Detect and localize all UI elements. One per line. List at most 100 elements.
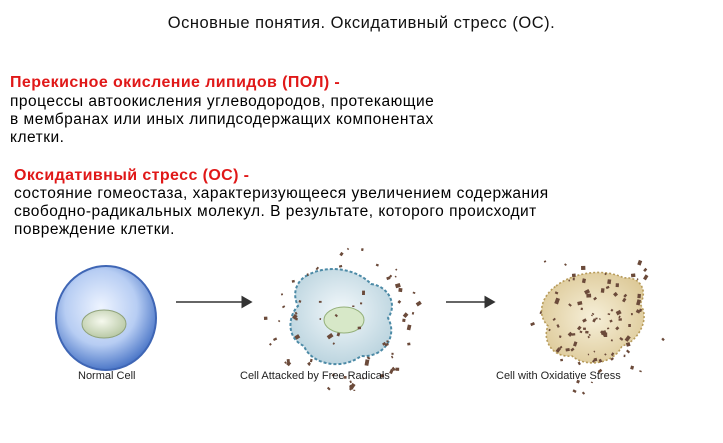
free-radical-particle: [571, 333, 576, 336]
free-radical-particle: [625, 342, 631, 347]
free-radical-particle: [637, 293, 641, 299]
free-radical-particle: [298, 300, 302, 303]
free-radical-particle: [568, 279, 571, 282]
free-radical-particle: [384, 342, 389, 347]
free-radical-particle: [319, 318, 322, 320]
free-radical-particle: [552, 317, 556, 321]
free-radical-particle: [375, 263, 379, 267]
free-radical-particle: [284, 361, 287, 364]
free-radical-particle: [349, 382, 356, 390]
free-radical-particle: [604, 353, 607, 356]
free-radical-particle: [382, 341, 387, 346]
free-radical-particle: [661, 337, 665, 342]
free-radical-particle: [560, 358, 564, 362]
caption-attacked-cell: Cell Attacked by Free Radicals: [240, 370, 390, 382]
free-radical-particle: [577, 325, 582, 331]
free-radical-particle: [585, 330, 589, 334]
free-radical-particle: [630, 313, 633, 316]
free-radical-particle: [628, 324, 631, 328]
free-radical-particle: [294, 311, 298, 315]
stressed-cell: [530, 259, 665, 395]
free-radical-particle: [306, 273, 309, 276]
free-radical-particle: [554, 297, 560, 305]
free-radical-particle: [581, 265, 586, 271]
free-radical-particle: [623, 354, 626, 358]
free-radical-particle: [539, 311, 543, 315]
attacked-cell: [263, 247, 422, 392]
free-radical-particle: [339, 251, 344, 257]
free-radical-particle: [610, 339, 613, 342]
free-radical-particle: [619, 337, 624, 341]
free-radical-particle: [326, 386, 331, 391]
free-radical-particle: [294, 334, 301, 340]
free-radical-particle: [636, 278, 639, 281]
free-radical-particle: [564, 263, 567, 266]
free-radical-particle: [565, 347, 570, 352]
free-radical-particle: [295, 317, 298, 321]
term-oxidative-stress: Оксидативный стресс (ОС) -: [14, 167, 250, 184]
free-radical-particle: [598, 358, 603, 363]
free-radical-particle: [559, 345, 563, 349]
free-radical-particle: [548, 328, 551, 332]
definition-line: свободно-радикальных молекул. В результа…: [14, 203, 537, 220]
free-radical-particle: [395, 268, 398, 271]
definition-line: в мембранах или иных липидсодержащих ком…: [10, 111, 434, 128]
free-radical-particle: [593, 357, 598, 362]
free-radical-particle: [593, 296, 598, 301]
free-radical-particle: [326, 333, 334, 340]
free-radical-particle: [626, 349, 631, 354]
free-radical-particle: [412, 291, 416, 294]
free-radical-particle: [292, 314, 298, 320]
free-radical-particle: [595, 317, 598, 320]
free-radical-particle: [603, 332, 608, 337]
free-radical-particle: [263, 316, 268, 320]
free-radical-particle: [568, 303, 572, 307]
free-radical-particle: [281, 305, 286, 309]
term-lipid-peroxidation: Перекисное окисление липидов (ПОЛ) -: [10, 74, 341, 91]
free-radical-particle: [386, 340, 389, 343]
free-radical-particle: [598, 317, 601, 321]
free-radical-particle: [583, 327, 586, 330]
free-radical-particle: [406, 324, 412, 331]
free-radical-particle: [395, 367, 400, 371]
free-radical-particle: [343, 376, 347, 379]
free-radical-particle: [610, 308, 614, 312]
free-radical-particle: [402, 312, 409, 319]
definition-line: процессы автоокисления углеводородов, пр…: [10, 93, 435, 110]
free-radical-particle: [590, 381, 593, 384]
free-radical-particle: [338, 264, 343, 268]
free-radical-particle: [554, 291, 559, 295]
free-radical-particle: [309, 358, 313, 363]
free-radical-particle: [362, 377, 364, 380]
free-radical-particle: [286, 361, 292, 367]
free-radical-particle: [604, 272, 607, 276]
free-radical-particle: [630, 273, 636, 278]
free-radical-particle: [402, 318, 406, 323]
free-radical-particle: [636, 299, 641, 306]
definition-line: повреждение клетки.: [14, 221, 175, 238]
free-radical-particle: [336, 332, 341, 337]
free-radical-particle: [573, 341, 578, 347]
free-radical-particle: [582, 318, 587, 323]
caption-normal-cell: Normal Cell: [78, 370, 136, 382]
free-radical-particle: [555, 347, 561, 353]
definition-lipid-peroxidation: процессы автоокисления углеводородов, пр…: [10, 93, 434, 147]
free-radical-particle: [591, 312, 595, 316]
free-radical-particle: [577, 361, 581, 366]
free-radical-particle: [580, 307, 583, 311]
free-radical-particle: [415, 300, 422, 307]
free-radical-particle: [605, 285, 610, 290]
free-radical-particle: [318, 300, 322, 303]
free-radical-particle: [579, 330, 583, 334]
slide-title: Основные понятия. Оксидативный стресс (О…: [167, 14, 556, 32]
free-radical-particle: [391, 355, 394, 359]
free-radical-particle: [291, 279, 295, 283]
free-radical-particle: [607, 279, 612, 285]
free-radical-particle: [590, 314, 593, 317]
free-radical-particle: [357, 326, 362, 330]
free-radical-particle: [609, 319, 613, 323]
free-radical-particle: [558, 335, 562, 338]
free-radical-particle: [572, 277, 575, 281]
free-radical-particle: [280, 293, 284, 296]
free-radical-particle: [615, 283, 619, 288]
